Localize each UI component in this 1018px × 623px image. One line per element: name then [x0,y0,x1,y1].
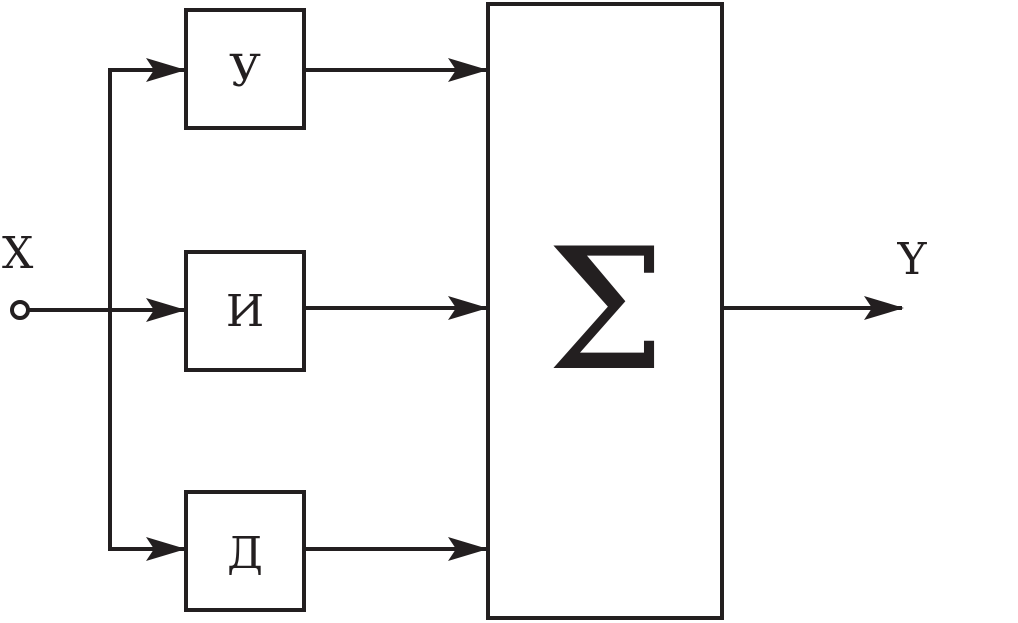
proportional-block [184,8,306,130]
input-label: X [2,228,34,279]
output-label: Y [896,234,927,285]
input-terminal [10,300,30,320]
integral-block [184,250,306,372]
summator-block [486,2,724,620]
derivative-block-label: Д [227,528,263,579]
derivative-block [184,490,306,612]
integral-block-label: И [226,286,264,337]
summator-sigma-symbol: Σ [547,212,666,408]
proportional-block-label: У [229,46,261,97]
